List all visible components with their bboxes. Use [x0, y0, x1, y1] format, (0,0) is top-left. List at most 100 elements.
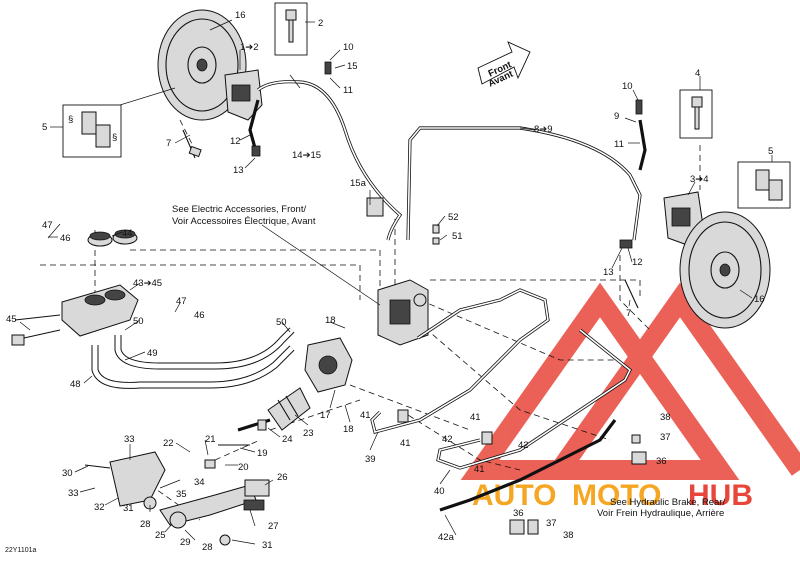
caliper-bolt-right: [624, 279, 639, 309]
brake-caliper-left: [224, 69, 263, 121]
part-label: 41: [474, 464, 485, 475]
brake-disc-left: [157, 9, 247, 121]
part-label: 35: [176, 489, 187, 500]
part-label: 15: [347, 61, 358, 72]
part-label: 48: [70, 379, 81, 390]
part-label: 36: [513, 508, 524, 519]
part-label: 31: [262, 540, 273, 551]
part-label: 17: [320, 410, 331, 421]
watermark-text-hub: HUB: [688, 479, 753, 512]
part-label: 14➔15: [292, 150, 321, 161]
watermark-logo: [460, 282, 800, 480]
part-label: 45: [6, 314, 17, 325]
part-labels: 16 2 1➔2 10 15 11 5 7 12 13 14➔15 15a 8➔…: [6, 10, 773, 553]
part-label: 10: [622, 81, 633, 92]
part-label: 44: [122, 228, 133, 239]
watermark-text-moto: MOTO: [572, 479, 661, 512]
part-label: 20: [238, 462, 249, 473]
part-label: 49: [147, 348, 158, 359]
part-label: 23: [303, 428, 314, 439]
boot-23: [267, 387, 311, 431]
part-label: 50: [133, 316, 144, 327]
part-label: 19: [257, 448, 268, 459]
part-label: 16: [235, 10, 246, 21]
part-label: 15a: [350, 178, 367, 189]
part-label: 16: [754, 294, 765, 305]
part-label: 33: [68, 488, 79, 499]
note-electric-accessories-2: Voir Accessoires Électrique, Avant: [172, 216, 316, 227]
part-label: 5: [768, 146, 773, 157]
part-label: 2: [318, 18, 323, 29]
part-label: 11: [614, 139, 624, 150]
part-label: 21: [205, 434, 216, 445]
bleeder-screw-kit-left: [274, 2, 308, 56]
part-label: 9: [614, 111, 619, 122]
part-label: 52: [448, 212, 459, 223]
brake-pads-kit-left: § §: [62, 104, 122, 158]
part-label: 26: [277, 472, 288, 483]
abs-module: [377, 279, 429, 346]
part-label: 34: [194, 477, 205, 488]
part-label: 18: [343, 424, 354, 435]
part-label: 42: [518, 440, 529, 451]
part-label: 1➔2: [240, 42, 259, 53]
svg-text:§: §: [68, 114, 73, 125]
part-label: 41: [400, 438, 411, 449]
part-label: 5: [42, 122, 47, 133]
part-label: 41: [360, 410, 371, 421]
part-label: 42: [442, 434, 453, 445]
part-label: 42a: [438, 532, 455, 543]
part-label: 40: [434, 486, 445, 497]
reservoir-assembly: [61, 229, 139, 337]
part-label: 50: [276, 317, 287, 328]
part-label: 12: [230, 136, 241, 147]
watermark-text-auto: AUTO: [472, 479, 556, 512]
diagram-code: 22Y1101a: [5, 547, 37, 554]
leader-lines: [19, 19, 773, 545]
part-label: 13: [603, 267, 614, 278]
part-label: 13: [233, 165, 244, 176]
part-label: 10: [343, 42, 354, 53]
part-label: 47: [176, 296, 187, 307]
bleeder-screw-kit-right: [679, 89, 713, 139]
part-label: 28: [202, 542, 213, 553]
part-label: 4: [695, 68, 700, 79]
part-label: 27: [268, 521, 279, 532]
note-electric-accessories-1: See Electric Accessories, Front/: [172, 204, 306, 215]
part-label: 18: [325, 315, 336, 326]
part-label: 12: [632, 257, 643, 268]
part-label: 37: [660, 432, 671, 443]
part-label: 38: [563, 530, 574, 541]
part-label: 47: [42, 220, 53, 231]
part-label: 7: [626, 308, 631, 319]
clamp-45: [11, 314, 61, 346]
part-label: 51: [452, 231, 463, 242]
part-label: 31: [123, 503, 134, 514]
part-label: 30: [62, 468, 73, 479]
part-label: 7: [166, 138, 171, 149]
part-label: 11: [343, 85, 353, 96]
part-label: 3➔4: [690, 174, 709, 185]
part-label: 8➔9: [534, 124, 553, 135]
part-label: 37: [546, 518, 557, 529]
brake-pads-kit-right: [737, 161, 791, 209]
svg-text:§: §: [112, 132, 117, 143]
note-hydraulic-rear-1: See Hydraulic Brake, Rear/: [610, 497, 725, 508]
part-label: 32: [94, 502, 105, 513]
part-label: 46: [194, 310, 205, 321]
part-label: 24: [282, 434, 293, 445]
part-label: 22: [163, 438, 174, 449]
part-label: 28: [140, 519, 151, 530]
part-label: 46: [60, 233, 71, 244]
part-label: 36: [656, 456, 667, 467]
part-label: 38: [660, 412, 671, 423]
master-cylinder: [304, 337, 353, 393]
part-label: 43➔45: [133, 278, 162, 289]
front-direction-arrow: [477, 41, 531, 85]
brake-disc-right: [679, 211, 771, 329]
part-label: 29: [180, 537, 191, 548]
part-label: 41: [470, 412, 481, 423]
note-hydraulic-rear-2: Voir Frein Hydraulique, Arrière: [597, 508, 724, 519]
